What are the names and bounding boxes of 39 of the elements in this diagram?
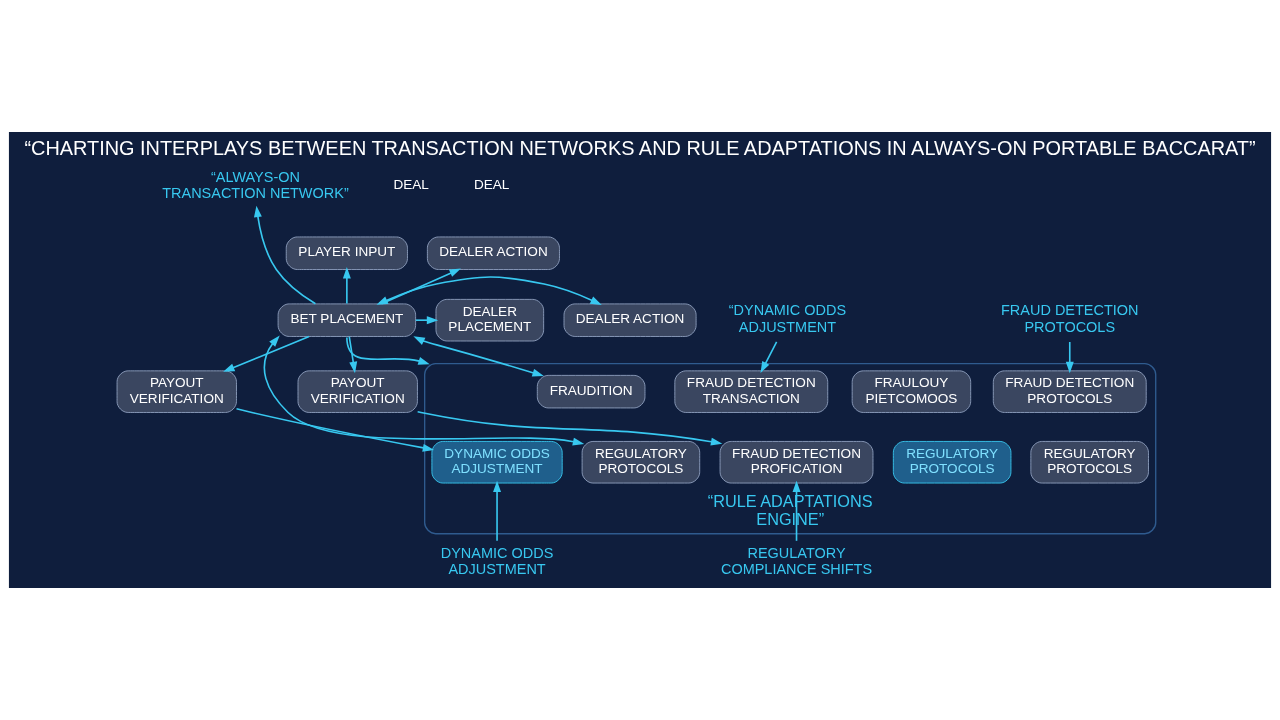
node-box: DEALER ACTION [426, 236, 560, 270]
node-box: DYNAMIC ODDS ADJUSTMENT [431, 441, 563, 484]
arrow [413, 336, 544, 377]
node-box: PAYOUT VERIFICATION [116, 370, 237, 413]
node-text: “DYNAMIC ODDS ADJUSTMENT [728, 302, 847, 335]
arrow [416, 410, 723, 446]
node-box: REGULATORY PROTOCOLS [581, 441, 701, 484]
node-box: PLAYER INPUT [285, 236, 408, 270]
arrow [253, 205, 317, 305]
node-text: “ALWAYS-ON TRANSACTION NETWORK” [162, 168, 349, 201]
arrow [415, 316, 439, 325]
node-box: DEALER ACTION [563, 303, 697, 337]
arrow [792, 480, 801, 542]
node-text: FRAUD DETECTION PROTOCOLS [1001, 302, 1139, 335]
node-box: FRAUD DETECTION PROFICATION [719, 441, 874, 484]
node-box: FRAUDITION [536, 374, 646, 409]
label: DEAL [393, 177, 429, 193]
arrow [263, 335, 585, 446]
node-box: DEALER PLACEMENT [435, 298, 545, 342]
node-box: FRAUD DETECTION PROTOCOLS [992, 370, 1147, 413]
arrow [493, 480, 502, 542]
arrow [1065, 341, 1074, 374]
label: DEAL [473, 177, 510, 193]
arrow [346, 336, 430, 365]
arrow [223, 335, 310, 372]
arrow [760, 341, 778, 374]
node-box: REGULATORY PROTOCOLS [1030, 441, 1149, 484]
node-text: DYNAMIC ODDS ADJUSTMENT [440, 544, 554, 578]
node-box: REGULATORY PROTOCOLS [892, 441, 1012, 484]
arrow [348, 335, 358, 374]
node-box: PAYOUT VERIFICATION [297, 370, 418, 413]
node-box: BET PLACEMENT [277, 303, 417, 337]
diagram-title: “CHARTING INTERPLAYS BETWEEN TRANSACTION NETWORKS AND RULE ADAPTATIONS IN ALWAYS-ON PORTABLE BACCARAT” [24, 137, 1256, 160]
node-box: FRAUD DETECTION TRANSACTION [674, 370, 829, 413]
arrow [235, 407, 435, 452]
node-text: REGULATORY COMPLIANCE SHIFTS [720, 544, 873, 578]
arrow [376, 276, 602, 305]
arrow [342, 267, 351, 305]
node-box: FRAULOUY PIETCOMOOS [851, 370, 972, 413]
